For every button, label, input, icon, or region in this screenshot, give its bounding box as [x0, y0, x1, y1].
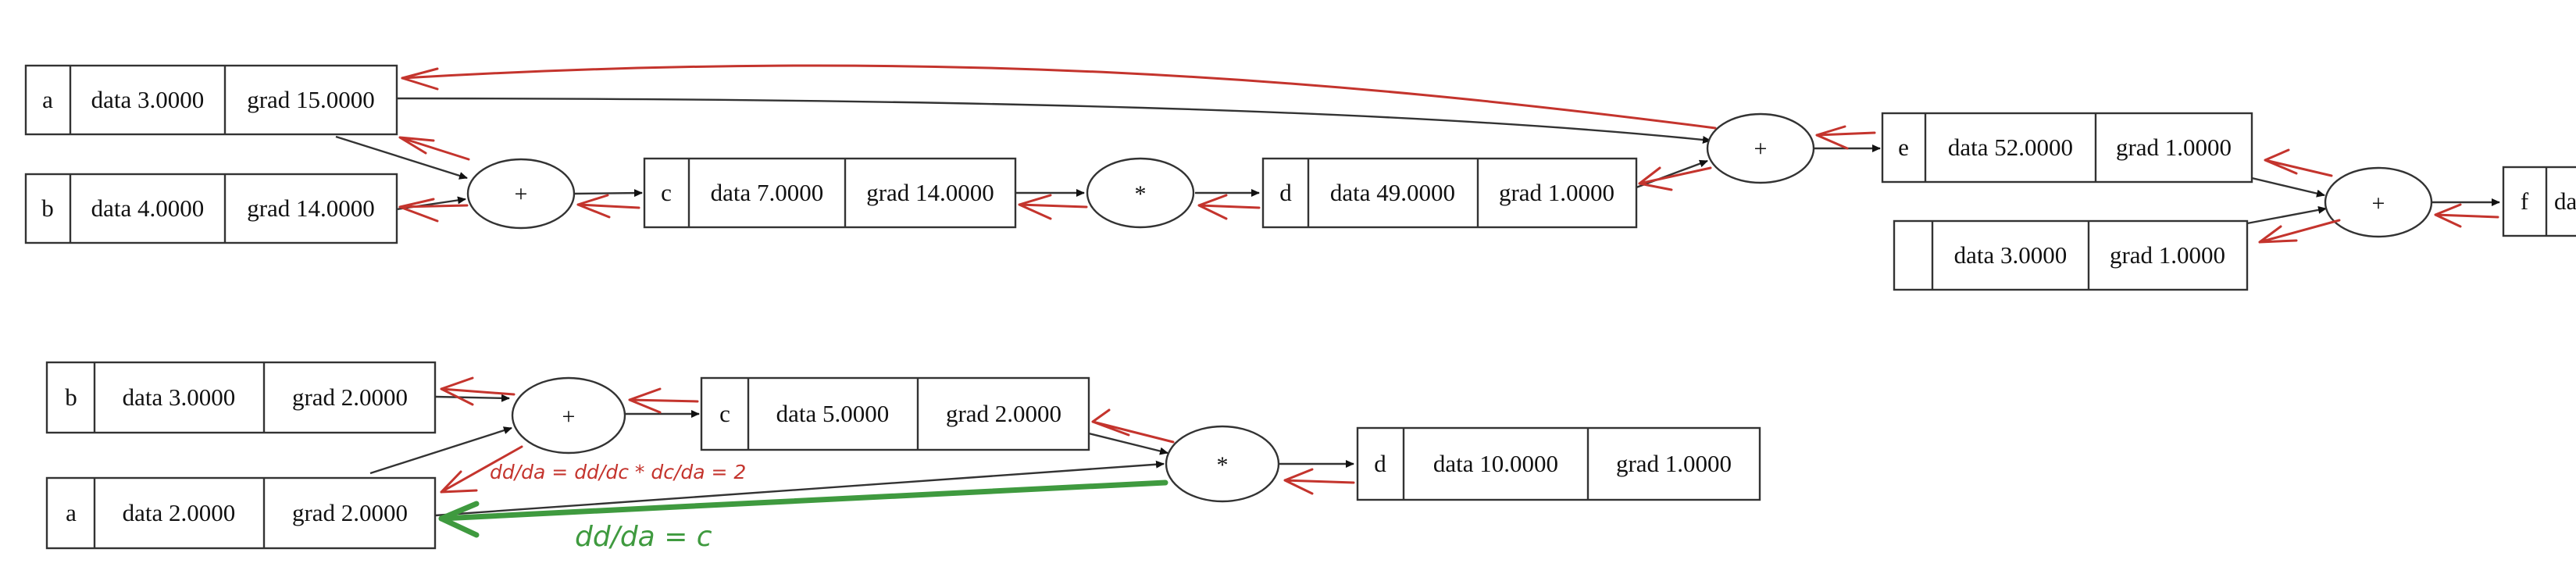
node-label: c [661, 179, 672, 206]
node-grad: grad 14.0000 [866, 179, 994, 206]
node-data: da [2554, 187, 2576, 215]
edge-b2-plus4 [434, 394, 510, 402]
node-data: data 5.0000 [776, 400, 890, 427]
chain-rule-annotation: dd/da = dd/dc * dc/da = 2 [490, 461, 746, 483]
edge-a-plus1 [335, 135, 468, 180]
edge-d-plus2 [1636, 159, 1708, 189]
op-plus3: + [2324, 166, 2433, 238]
edge-k-plus3 [2246, 205, 2327, 225]
highlight-path [438, 480, 1168, 538]
node-grad: grad 2.0000 [292, 499, 408, 526]
edge-c2-mul2 [1088, 432, 1168, 455]
node-d2: d data 10.0000 grad 1.0000 [1356, 426, 1761, 501]
node-label: b [41, 194, 54, 222]
op-symbol: + [1754, 136, 1768, 162]
op-plus2: + [1706, 112, 1815, 184]
op-plus4: + [511, 376, 626, 455]
edge-a2-plus4 [369, 426, 512, 475]
node-data: data 7.0000 [711, 179, 824, 206]
node-data: data 52.0000 [1948, 134, 2073, 161]
node-data: data 3.0000 [123, 383, 236, 411]
node-label: a [42, 86, 53, 113]
node-grad: grad 15.0000 [247, 86, 375, 113]
node-unnamed: data 3.0000 grad 1.0000 [1893, 219, 2249, 291]
top-graph: + * + + a data 3.0000 grad 15.0000 [24, 64, 2576, 291]
node-b2: b data 3.0000 grad 2.0000 [45, 361, 437, 434]
node-label: c [719, 400, 730, 427]
op-symbol: + [562, 404, 576, 430]
node-label: d [1374, 450, 1386, 477]
node-label: d [1279, 179, 1292, 206]
op-symbol: + [2372, 191, 2385, 216]
node-b: b data 4.0000 grad 14.0000 [24, 173, 398, 244]
op-symbol: + [515, 181, 528, 207]
node-grad: grad 1.0000 [2110, 241, 2225, 269]
node-label: b [65, 383, 77, 411]
node-data: data 3.0000 [1954, 241, 2068, 269]
node-grad: grad 1.0000 [1499, 179, 1614, 206]
backprop-arrows-top [398, 64, 2499, 244]
node-data: data 4.0000 [91, 194, 205, 222]
node-data: data 10.0000 [1433, 450, 1558, 477]
op-mul1: * [1086, 157, 1195, 229]
node-label: f [2521, 187, 2529, 215]
forward-edges-top [335, 97, 2500, 225]
node-c2: c data 5.0000 grad 2.0000 [700, 376, 1090, 451]
node-grad: grad 2.0000 [292, 383, 408, 411]
node-grad: grad 14.0000 [247, 194, 375, 222]
edge-a-plus2 [396, 97, 1711, 144]
node-data: data 3.0000 [91, 86, 205, 113]
node-data: data 2.0000 [123, 499, 236, 526]
node-f: f da [2502, 166, 2576, 237]
op-symbol: * [1217, 452, 1229, 478]
edge-plus1-c [574, 189, 643, 198]
node-label: a [66, 499, 77, 526]
bottom-graph: + * b data 3.0000 grad 2.0000 a data 2.0… [45, 361, 1761, 553]
node-grad: grad 1.0000 [1616, 450, 1732, 477]
node-a2: a data 2.0000 grad 2.0000 [45, 476, 437, 550]
op-mul2: * [1165, 425, 1280, 503]
node-d: d data 49.0000 grad 1.0000 [1261, 157, 1638, 229]
node-data: data 49.0000 [1330, 179, 1455, 206]
node-a: a data 3.0000 grad 15.0000 [24, 64, 398, 136]
edge-e-plus3 [2251, 176, 2325, 198]
node-label: e [1898, 134, 1909, 161]
node-e: e data 52.0000 grad 1.0000 [1881, 112, 2253, 184]
op-symbol: * [1135, 181, 1147, 207]
op-plus1: + [466, 158, 576, 230]
edge-a2-mul2 [434, 460, 1165, 517]
node-grad: grad 2.0000 [946, 400, 1061, 427]
backprop-arrows-bottom [440, 376, 1355, 495]
forward-edges-bottom [369, 394, 1354, 517]
direct-gradient-annotation: dd/da = c [575, 521, 712, 553]
node-c: c data 7.0000 grad 14.0000 [643, 157, 1017, 229]
node-grad: grad 1.0000 [2116, 134, 2232, 161]
